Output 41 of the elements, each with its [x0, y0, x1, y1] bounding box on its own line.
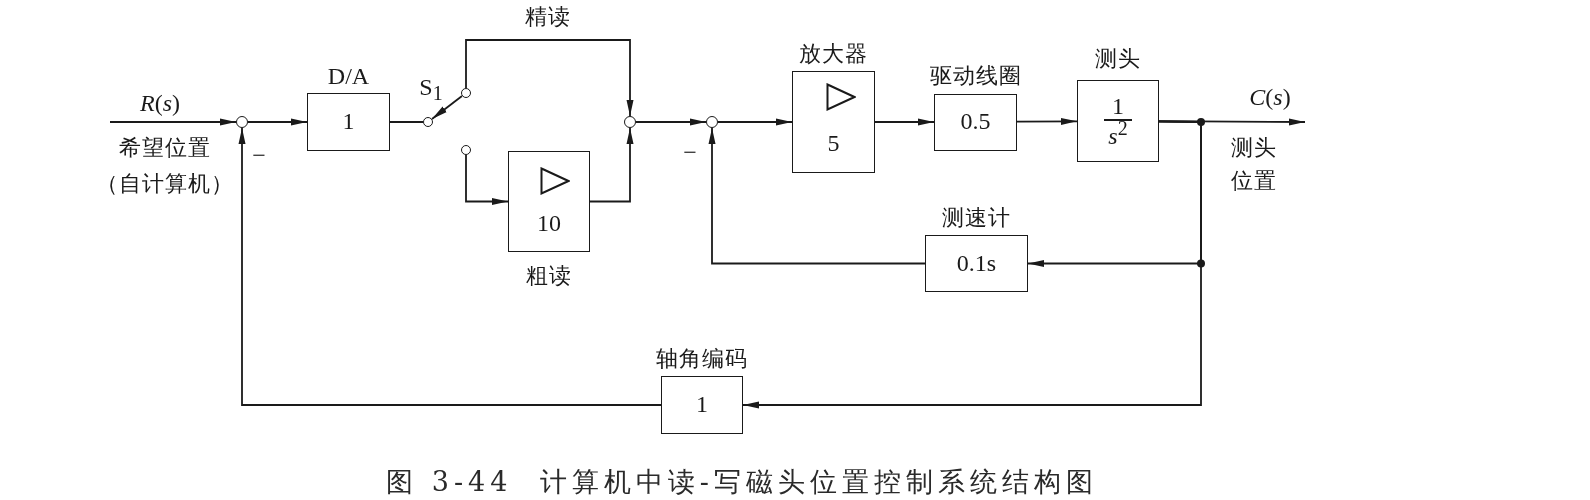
signal-arrow: [1016, 117, 1078, 125]
block-label: 轴角编码: [656, 345, 748, 372]
signal-arrow: [238, 127, 662, 406]
switch-terminal: [423, 117, 433, 127]
signal-arrow: [708, 127, 926, 265]
signal-arrow: [1158, 118, 1306, 126]
block-label: 驱动线圈: [929, 63, 1022, 90]
minus-sign: −: [252, 141, 266, 169]
block-label: D/A: [327, 62, 370, 89]
signal-arrow: [717, 118, 793, 126]
switch-terminal: [461, 145, 471, 155]
signal-arrow: [465, 154, 509, 205]
signal-arrow: [465, 39, 634, 117]
block-label: 测速计: [942, 204, 1011, 231]
gain-value: 1: [342, 108, 355, 135]
signal-arrow: [635, 118, 707, 126]
gain-value: 5: [827, 129, 840, 157]
summing-junction: [236, 116, 248, 128]
switch-blade: [431, 95, 463, 120]
input-description: 希望位置（自计算机）: [95, 134, 235, 198]
block-label: 放大器: [799, 40, 868, 67]
summing-junction: [706, 116, 718, 128]
gain-value: 10: [537, 209, 561, 237]
signal-arrow: [874, 118, 935, 126]
block-caption: 粗读: [526, 263, 572, 290]
output-description: 测头位置: [1230, 134, 1278, 195]
switch-label: S$_{1}$: [419, 73, 443, 105]
signal-arrow: [109, 118, 237, 126]
fraction-numerator: 1: [1112, 94, 1124, 119]
summing-junction: [624, 116, 636, 128]
gain-value: 0.1s: [956, 249, 997, 276]
gain-value: 0.5: [960, 108, 991, 135]
signal-arrow: [247, 118, 308, 126]
switch-terminal: [461, 88, 471, 98]
minus-sign: −: [683, 138, 697, 166]
figure-caption: 图 3-44 计算机中读-写磁头位置控制系统结构图: [386, 466, 1098, 498]
gain-value: 1: [696, 391, 708, 418]
signal-arrow: [589, 127, 634, 203]
block-label: 测头: [1095, 45, 1141, 72]
signal-arrow: [742, 120, 1202, 409]
signal-line: [389, 121, 424, 123]
